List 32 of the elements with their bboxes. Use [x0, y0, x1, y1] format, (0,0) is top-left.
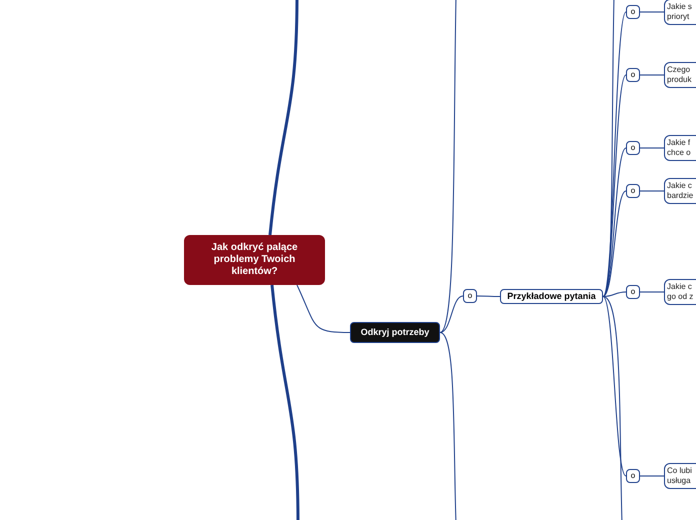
connector-line [440, 296, 464, 333]
small-node: o [626, 469, 640, 483]
question-box: Czego produk [664, 62, 696, 88]
question-box: Co lubi usługa [664, 463, 696, 489]
connector-line [640, 190, 664, 192]
small-node: o [463, 289, 477, 303]
question-box: Jakie f chce o [664, 135, 696, 161]
central-topic: Jak odkryć palące problemy Twoich klientów? [184, 235, 325, 285]
question-box: Jakie s prioryt [664, 0, 696, 25]
subtopic-box: Przykładowe pytania [500, 289, 603, 304]
connector-line [270, 284, 300, 520]
connector-line [268, 0, 298, 236]
connector-line [602, 148, 626, 297]
small-node: o [626, 184, 640, 198]
connector-line [602, 296, 626, 476]
connector-line [640, 74, 664, 76]
small-node: o [626, 285, 640, 299]
connector-line [440, 332, 456, 520]
connector-line [602, 12, 626, 297]
question-box: Jakie c bardzie [664, 178, 696, 204]
small-node: o [626, 68, 640, 82]
connector-line [476, 296, 500, 297]
small-node: o [626, 141, 640, 155]
connector-line [602, 74, 626, 297]
question-box: Jakie c go od z [664, 279, 696, 305]
connector-line [296, 284, 350, 333]
small-node: o [626, 5, 640, 19]
connector-line [440, 0, 456, 333]
connector-line [602, 292, 626, 297]
topic-box: Odkryj potrzeby [350, 322, 440, 343]
connector-line [602, 296, 622, 520]
connector-line [602, 190, 626, 297]
